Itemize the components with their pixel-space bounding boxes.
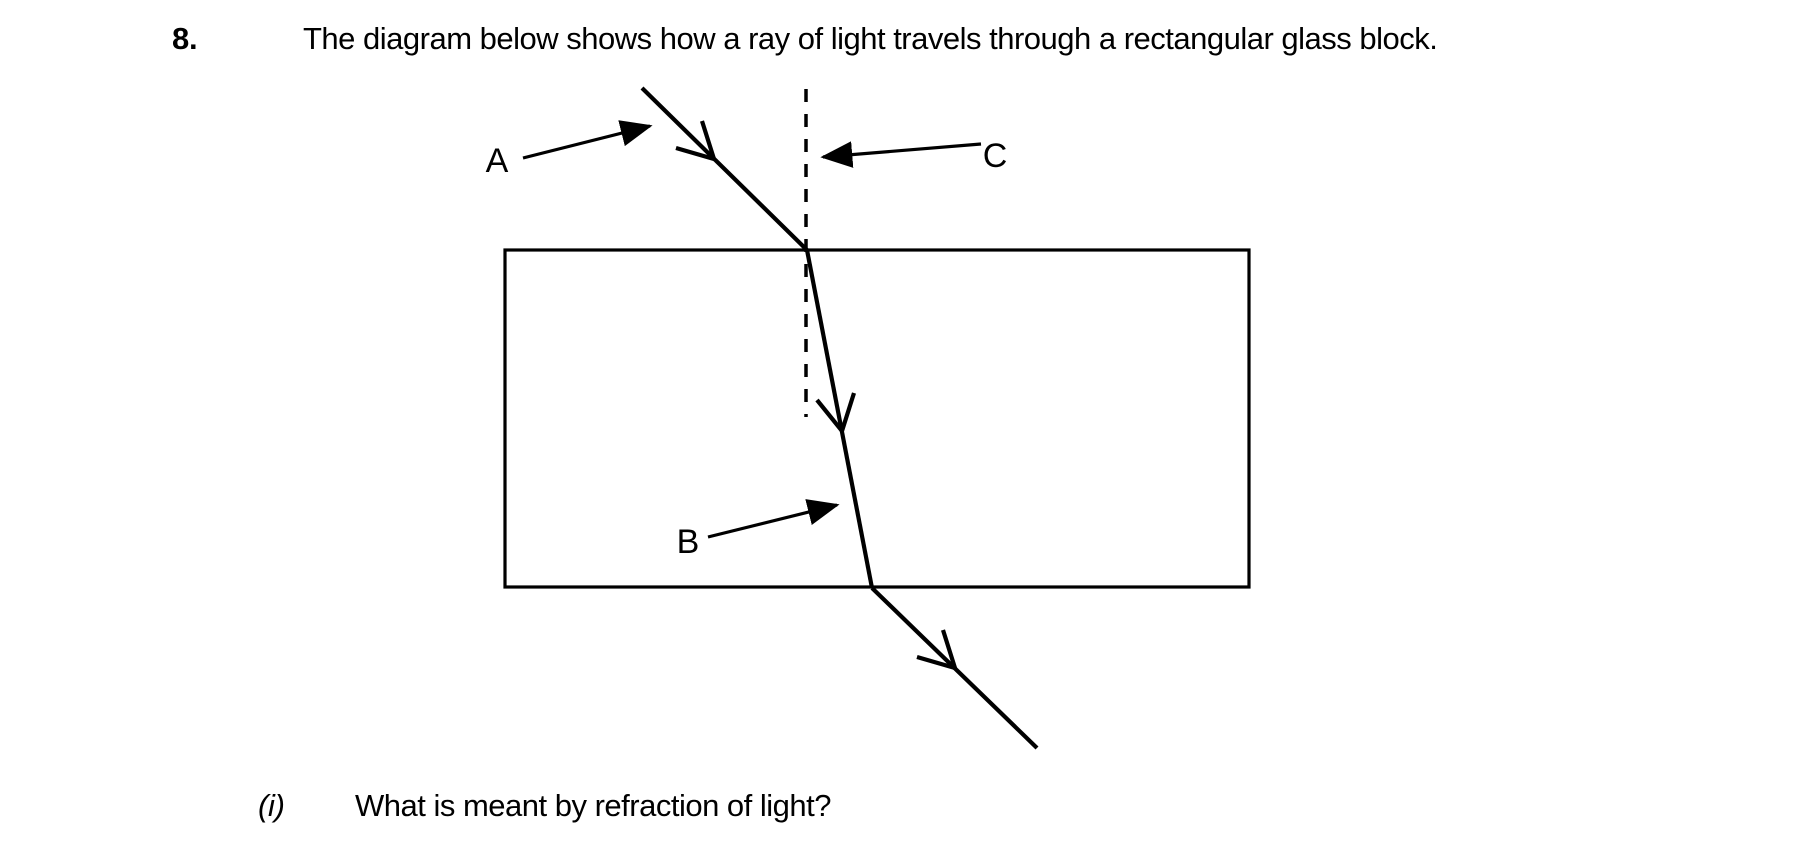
label-c: C: [983, 137, 1008, 175]
glass-block-outline: [503, 248, 1251, 589]
incident-ray: [640, 86, 811, 254]
refracted-ray-arrowhead: [815, 392, 857, 436]
emergent-ray-arrowhead: [916, 629, 959, 672]
label-b: B: [677, 523, 700, 561]
label-a: A: [486, 142, 509, 180]
question-text: The diagram below shows how a ray of lig…: [303, 21, 1438, 56]
refracted-ray: [804, 249, 875, 589]
subquestion-text: What is meant by refraction of light?: [355, 788, 832, 823]
question-number: 8.: [172, 21, 198, 56]
incident-ray-arrowhead: [675, 120, 718, 163]
label-c-arrow: [820, 141, 982, 168]
label-a-arrow: [522, 120, 653, 160]
subquestion-number: (i): [258, 788, 285, 823]
label-b-arrow: [707, 499, 840, 539]
